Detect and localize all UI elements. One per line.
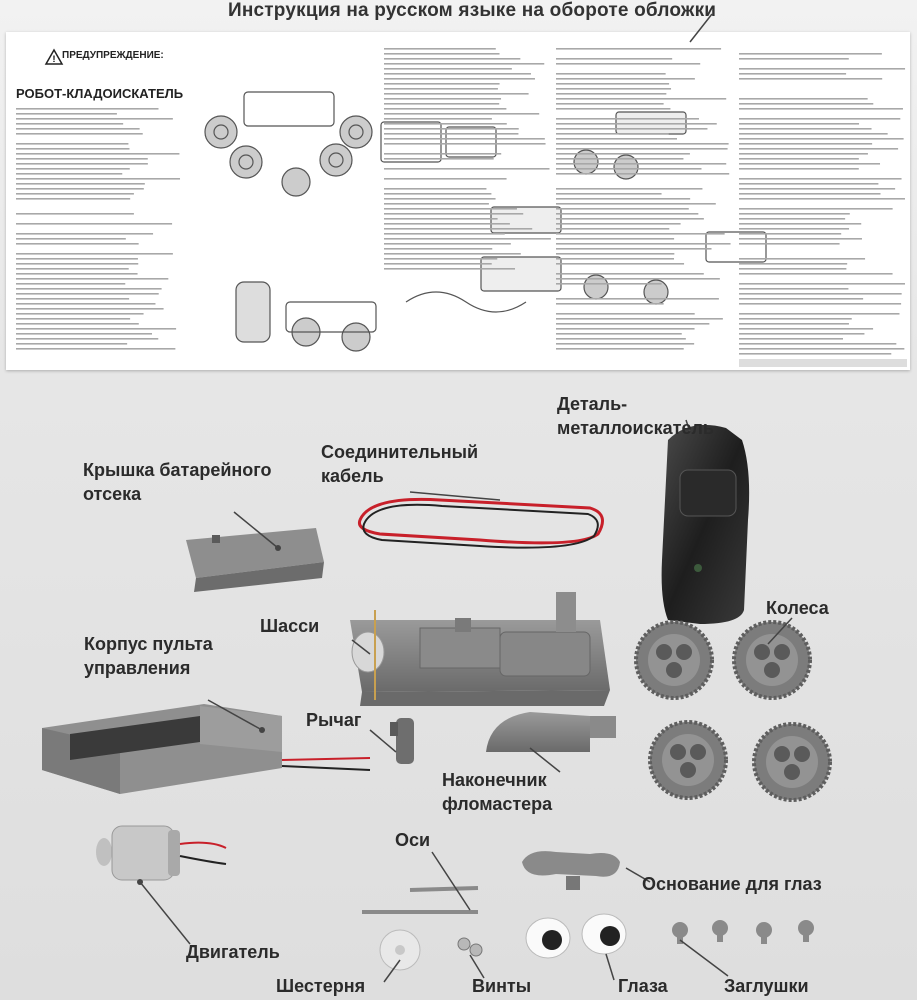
label-caps: Заглушки — [724, 974, 809, 998]
label-detector: Деталь-металлоискатель — [557, 392, 667, 440]
label-screws: Винты — [472, 974, 531, 998]
label-eye-base: Основание для глаз — [642, 872, 822, 896]
eye-base-part — [522, 851, 650, 890]
label-marker-tip: Наконечник фломастера — [442, 768, 572, 816]
screws-part — [458, 938, 484, 978]
label-chassis: Шасси — [260, 614, 319, 638]
label-axles: Оси — [395, 828, 430, 852]
label-lever: Рычаг — [306, 708, 361, 732]
metal-detector-part — [662, 420, 750, 624]
wheel — [636, 622, 712, 698]
chassis-part — [350, 592, 610, 706]
label-eyes: Глаза — [618, 974, 668, 998]
wheels-part — [636, 622, 830, 800]
wheel — [754, 724, 830, 800]
label-motor: Двигатель — [186, 940, 280, 964]
marker-tip-part — [486, 712, 616, 772]
label-cable: Соединительный кабель — [321, 440, 481, 488]
label-battery-cover: Крышка батарейного отсека — [83, 458, 283, 506]
axles-part — [362, 852, 478, 912]
label-gear: Шестерня — [276, 974, 365, 998]
label-remote-body: Корпус пульта управления — [84, 632, 214, 680]
caps-part — [672, 920, 814, 976]
lever-part — [370, 718, 414, 764]
wheel — [734, 622, 810, 698]
label-wheels: Колеса — [766, 596, 829, 620]
eyes-part — [526, 914, 626, 980]
motor-part — [96, 826, 226, 944]
battery-cover-part — [186, 512, 324, 592]
gear-part — [380, 930, 420, 982]
cable-part — [359, 492, 602, 548]
wheel — [650, 722, 726, 798]
